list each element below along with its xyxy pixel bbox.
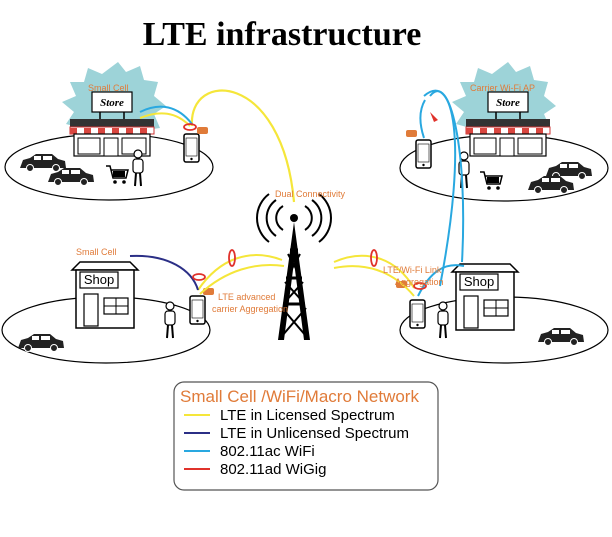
wigig-arrow (430, 112, 438, 122)
person-icon (132, 149, 144, 187)
legend-box (173, 381, 439, 491)
shopping-cart-icon (105, 165, 129, 185)
message-badge-icon (197, 127, 208, 134)
car-icon (537, 327, 585, 346)
cell-tower-icon (256, 193, 332, 340)
wigig-ring (183, 123, 197, 131)
licensed-link-lte-advanced-1 (197, 254, 283, 291)
wifi-link-small-cell-top (139, 105, 193, 125)
licensed-link-lte-wifi-2 (333, 265, 415, 297)
small-cell-left-label: Small Cell (76, 247, 117, 257)
licensed-link-dual-connectivity (190, 89, 296, 203)
store-top-right: Store (465, 91, 551, 157)
lte-wifi-aggregation-label-line2: Aggregation (395, 277, 444, 287)
legend-item-label: 802.11ac WiFi (220, 443, 315, 460)
licensed-link-small-cell-top (139, 112, 191, 127)
shop-bottom-left: Shop (71, 261, 139, 329)
legend-item-label: LTE in Unlicensed Spectrum (220, 425, 409, 442)
store-top-left: Store (69, 91, 155, 157)
car-icon (19, 153, 67, 172)
wifi-link-carrier-ap-2 (423, 89, 457, 287)
wigig-ring (413, 282, 427, 290)
person-icon (437, 301, 449, 339)
legend: Small Cell /WiFi/Macro Network LTE in Li… (173, 381, 439, 491)
legend-item-label: LTE in Licensed Spectrum (220, 407, 395, 424)
page-title: LTE infrastructure (143, 16, 422, 53)
message-badge-icon (406, 130, 417, 137)
phone-icon (183, 133, 200, 163)
shop-bottom-right: Shop (451, 263, 519, 331)
shop-label: Shop (464, 274, 494, 289)
wifi-link-phone-right (419, 99, 426, 139)
licensed-link-lte-advanced-2 (199, 264, 285, 295)
shopping-cart-icon (479, 171, 503, 191)
shop-label: Shop (84, 272, 114, 287)
carrier-wifi-ap-label: Carrier Wi-Fi AP (470, 83, 535, 93)
store-label: Store (100, 97, 124, 109)
small-cell-top-label: Small Cell (88, 83, 129, 93)
phone-icon (415, 139, 432, 169)
car-icon (17, 333, 65, 352)
wigig-ring (192, 273, 206, 281)
person-icon (164, 301, 176, 339)
store-label: Store (496, 97, 520, 109)
legend-item-label: 802.11ad WiGig (220, 461, 326, 478)
wifi-link-carrier-ap-1 (429, 90, 465, 263)
wigig-ring (228, 249, 236, 267)
licensed-link-lte-wifi-1 (333, 254, 415, 289)
unlicensed-link-small-cell-left (129, 254, 199, 291)
legend-title: Small Cell /WiFi/Macro Network (180, 387, 419, 406)
lte-advanced-label-line2: carrier Aggregation (212, 304, 288, 314)
car-icon (527, 175, 575, 194)
wigig-ring (370, 249, 378, 267)
dual-connectivity-label: Dual Connectivity (275, 189, 346, 199)
lte-wifi-aggregation-label-line1: LTE/Wi-Fi Link (383, 265, 442, 275)
phone-icon (409, 299, 426, 329)
lte-advanced-label-line1: LTE advanced (218, 292, 275, 302)
phone-icon (189, 295, 206, 325)
